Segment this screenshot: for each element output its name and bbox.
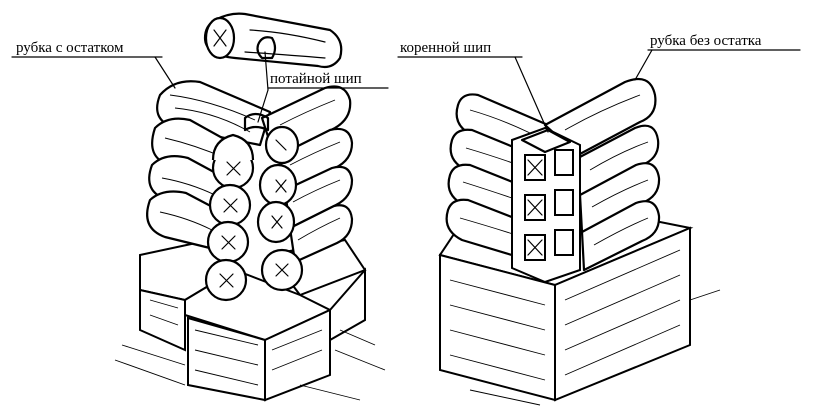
left-foundation xyxy=(114,238,386,402)
leader-corner-with-remainder xyxy=(154,56,176,89)
leader-root-tenon xyxy=(514,56,549,133)
label-root-tenon: коренной шип xyxy=(400,40,491,56)
leader-hidden-tenon-upper xyxy=(264,51,269,91)
label-corner-with-remainder: рубка с остатком xyxy=(16,40,124,56)
left-leaders xyxy=(11,51,389,123)
right-leaders xyxy=(397,49,801,133)
leader-corner-without-remainder xyxy=(634,49,653,81)
leader-hidden-tenon-lower xyxy=(257,89,269,123)
label-corner-without-remainder: рубка без остатка xyxy=(650,33,762,49)
root-tenon-column xyxy=(511,126,581,284)
right-right-wall-logs xyxy=(543,77,661,272)
right-figure-corner-without-remainder xyxy=(438,77,721,406)
left-log-ends xyxy=(204,112,304,302)
left-figure-corner-with-remainder xyxy=(114,12,386,402)
hidden-tenon-log xyxy=(203,12,343,69)
label-hidden-tenon: потайной шип xyxy=(270,71,362,87)
